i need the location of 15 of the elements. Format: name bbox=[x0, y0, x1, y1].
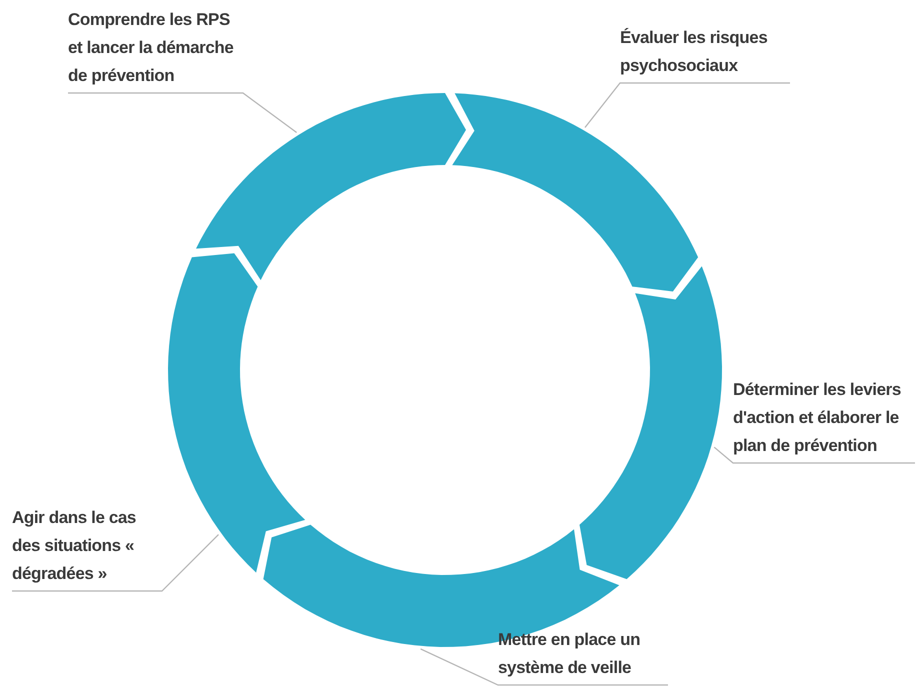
step-label: Évaluer les risques psychosociaux bbox=[620, 24, 790, 80]
leader-line bbox=[68, 92, 297, 133]
ring-arrow-segment bbox=[263, 524, 620, 647]
step-label: Comprendre les RPS et lancer la démarche de prévention bbox=[68, 6, 243, 90]
step-label: Déterminer les leviers d'action et élaborer le plan de prévention bbox=[733, 376, 915, 460]
step-label: Mettre en place un système de veille bbox=[498, 626, 668, 682]
ring-arrow-segment bbox=[168, 253, 306, 573]
leader-line bbox=[714, 446, 915, 464]
leader-line bbox=[420, 648, 668, 686]
leader-line bbox=[584, 82, 790, 128]
ring-arrow-segment bbox=[452, 93, 698, 292]
ring-arrow-segment bbox=[580, 266, 722, 580]
leader-line bbox=[12, 534, 219, 592]
step-label: Agir dans le cas des situations « dégradées » bbox=[12, 504, 162, 588]
ring-arrow-segment bbox=[196, 93, 466, 280]
